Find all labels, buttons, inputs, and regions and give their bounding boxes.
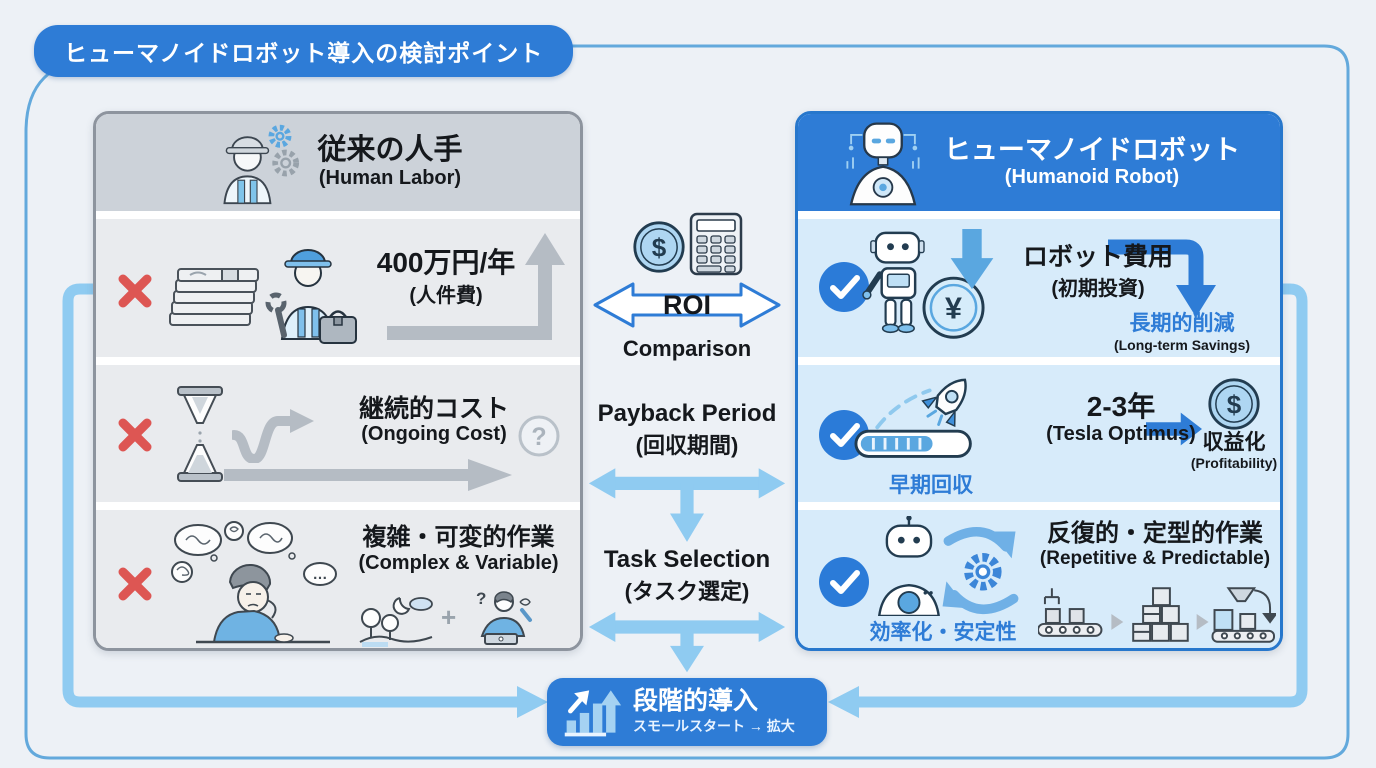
human-labor-panel: 従来の人手 (Human Labor) xyxy=(93,111,583,651)
outer-border xyxy=(24,44,1350,760)
hourglass-icon xyxy=(177,385,223,482)
squiggle-arrow-icon xyxy=(232,408,314,463)
efficiency-stability-label: 効率化・安定性 xyxy=(869,621,1017,645)
robot-cycle-icon xyxy=(877,516,1019,617)
long-term-savings-sublabel: (Long-term Savings) xyxy=(1113,337,1251,353)
title-badge: ヒューマノイドロボット導入の検討ポイント xyxy=(34,25,574,77)
row-robot-cost: ¥ ロボット費用 (初期投資) 長期的削減 (Long-term Savings… xyxy=(798,219,1280,357)
double-arrow-icon xyxy=(593,282,781,328)
rising-cost-arrow-icon xyxy=(387,233,565,340)
row-repetitive-work: 効率化・安定性 反復的・定型的作業 (Repetitive & Predicta… xyxy=(798,510,1280,648)
task-subtitle: (タスク選定) xyxy=(624,579,750,604)
row-ongoing-cost: 継続的コスト (Ongoing Cost) ? xyxy=(96,364,580,503)
confused-thinker-icon: … xyxy=(171,521,337,644)
money-stack-icon xyxy=(169,268,259,326)
three-way-arrow-icon xyxy=(588,611,786,673)
phased-adoption-title: 段階的導入 xyxy=(633,687,759,716)
left-flow-arrowhead-icon xyxy=(517,686,548,718)
check-icon xyxy=(819,557,869,608)
labor-cost-label: (人件費) xyxy=(409,285,483,308)
svg-text:¥: ¥ xyxy=(945,292,962,326)
human-labor-header: 従来の人手 (Human Labor) xyxy=(96,114,580,211)
humanoid-robot-subtitle: (Humanoid Robot) xyxy=(1004,165,1180,188)
left-flow-connector xyxy=(62,283,520,708)
payback-period-block: Payback Period (回収期間) xyxy=(575,400,799,546)
phased-adoption-badge: 段階的導入 スモールスタート → 拡大 xyxy=(547,678,827,746)
dollar-coin-icon: $ xyxy=(1208,378,1260,430)
growth-chart-icon xyxy=(564,690,622,737)
svg-text:?: ? xyxy=(476,589,486,608)
payback-years-value: 2-3年 xyxy=(1086,390,1156,422)
profitability-title: 収益化 xyxy=(1202,430,1266,454)
repetitive-work-title: 反復的・定型的作業 xyxy=(1047,520,1263,548)
complex-work-label: (Complex & Variable) xyxy=(358,551,559,574)
svg-text:$: $ xyxy=(651,232,666,262)
row-complex-work: … 複雑・可変的作業 (Complex & Variable) + xyxy=(96,510,580,648)
question-circle-icon: ? xyxy=(518,415,560,457)
long-term-savings-label: 長期的削減 xyxy=(1129,312,1235,335)
ongoing-cost-title: 継続的コスト xyxy=(358,394,509,423)
task-selection-block: Task Selection (タスク選定) xyxy=(575,546,799,676)
x-icon xyxy=(118,567,152,601)
calculator-icon xyxy=(689,212,742,276)
profitability-sublabel: (Profitability) xyxy=(1190,454,1278,471)
roi-comparison-block: $ ROI Comparison xyxy=(585,212,789,362)
check-icon xyxy=(819,262,869,312)
right-flow-connector xyxy=(856,283,1308,708)
svg-text:?: ? xyxy=(531,423,546,451)
human-labor-subtitle: (Human Labor) xyxy=(318,166,462,189)
svg-text:…: … xyxy=(313,566,328,583)
right-down-arrow-icon xyxy=(1108,239,1216,317)
rocket-progress-icon xyxy=(854,378,972,458)
row-labor-cost: 400万円/年 (人件費) xyxy=(96,219,580,357)
long-right-arrow-icon xyxy=(224,458,512,491)
assembly-line-icon xyxy=(1038,587,1276,644)
labor-cost-value: 400万円/年 xyxy=(376,247,516,278)
phased-adoption-subtitle: スモールスタート → 拡大 xyxy=(633,717,795,734)
payback-title: Payback Period xyxy=(597,400,777,427)
humanoid-robot-title: ヒューマノイドロボット xyxy=(943,135,1241,166)
worker-gears-icon xyxy=(223,124,300,204)
payback-years-label: (Tesla Optimus) xyxy=(1046,422,1196,445)
x-icon xyxy=(118,274,152,308)
page-title: ヒューマノイドロボット導入の検討ポイント xyxy=(64,40,544,66)
dollar-coin-icon: $ xyxy=(632,221,685,273)
repetitive-work-label: (Repetitive & Predictable) xyxy=(1039,547,1271,569)
three-way-arrow-icon xyxy=(588,468,786,542)
humanoid-robot-header: ヒューマノイドロボット (Humanoid Robot) xyxy=(798,114,1280,211)
ongoing-cost-label: (Ongoing Cost) xyxy=(361,423,507,446)
right-flow-arrowhead-icon xyxy=(828,686,859,718)
nature-scene-icon xyxy=(359,597,433,648)
right-arrow-icon xyxy=(1146,412,1202,446)
worker-toolbox-icon xyxy=(265,249,357,344)
robot-cost-label: (初期投資) xyxy=(1051,277,1145,300)
humanoid-robot-panel: ヒューマノイドロボット (Humanoid Robot) ¥ xyxy=(795,111,1283,651)
down-arrow-icon xyxy=(950,229,994,290)
robot-yen-icon: ¥ xyxy=(862,231,985,339)
x-icon xyxy=(118,418,152,452)
task-title: Task Selection xyxy=(603,546,771,573)
row-payback-years: 早期回収 2-3年 (Tesla Optimus) $ 収益化 (Profita… xyxy=(798,364,1280,503)
early-payback-label: 早期回収 xyxy=(889,473,973,497)
robot-head-icon xyxy=(846,121,920,205)
svg-text:$: $ xyxy=(1227,389,1242,419)
roi-title: ROI xyxy=(662,289,711,320)
robot-cost-title: ロボット費用 xyxy=(1022,243,1173,271)
complex-work-title: 複雑・可変的作業 xyxy=(362,524,555,552)
plus-icon: + xyxy=(441,602,457,633)
human-labor-title: 従来の人手 xyxy=(317,134,463,167)
laptop-person-icon: ? xyxy=(476,589,532,646)
payback-subtitle: (回収期間) xyxy=(635,433,739,458)
roi-subtitle: Comparison xyxy=(622,336,752,361)
